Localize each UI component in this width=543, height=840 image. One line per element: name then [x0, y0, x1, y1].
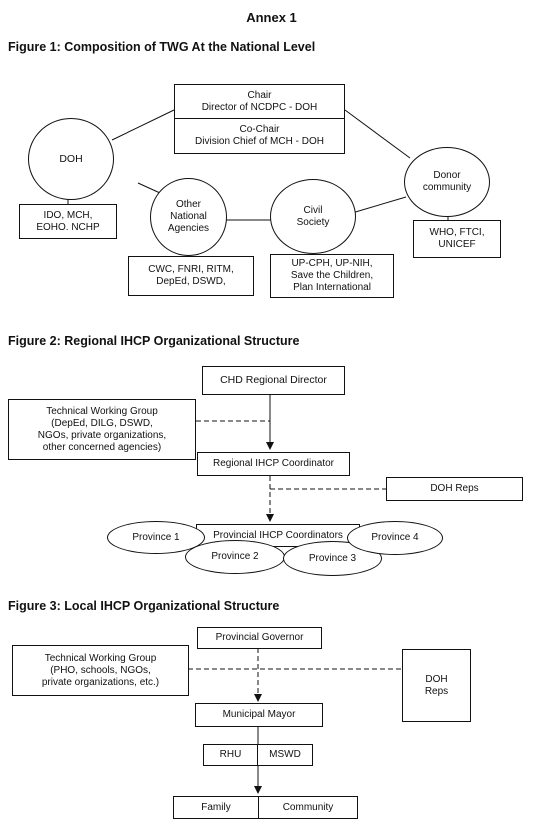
province-2-node: Province 2 [185, 540, 285, 574]
doh-to-chair-line [111, 109, 175, 141]
chair-to-donor-line [344, 109, 411, 159]
province-4-node: Province 4 [347, 521, 443, 555]
annex-title: Annex 1 [246, 10, 297, 25]
regional-doh-reps-box: DOH Reps [386, 477, 523, 501]
chd-regional-director-box: CHD Regional Director [202, 366, 345, 395]
cochair-box: Co-Chair Division Chief of MCH - DOH [174, 118, 345, 154]
province-1-node: Province 1 [107, 521, 205, 554]
rhu-box: RHU [203, 744, 258, 766]
doh-node: DOH [28, 118, 114, 200]
regional-ihcp-coordinator-box: Regional IHCP Coordinator [197, 452, 350, 476]
municipal-mayor-box: Municipal Mayor [195, 703, 323, 727]
figure-3-title: Figure 3: Local IHCP Organizational Stru… [8, 599, 280, 613]
local-twg-box: Technical Working Group (PHO, schools, N… [12, 645, 189, 696]
doh-to-other-agencies-line [137, 182, 161, 194]
doh-members-box: IDO, MCH, EOHO. NCHP [19, 204, 117, 239]
regional-twg-box: Technical Working Group (DepEd, DILG, DS… [8, 399, 196, 460]
provincial-governor-box: Provincial Governor [197, 627, 322, 649]
civil-society-members-box: UP-CPH, UP-NIH, Save the Children, Plan … [270, 254, 394, 298]
civil-society-node: Civil Society [270, 179, 356, 254]
family-box: Family [173, 796, 259, 819]
community-box: Community [258, 796, 358, 819]
mswd-box: MSWD [257, 744, 313, 766]
figure-2-title: Figure 2: Regional IHCP Organizational S… [8, 334, 300, 348]
other-agencies-node: Other National Agencies [150, 178, 227, 256]
local-doh-reps-box: DOH Reps [402, 649, 471, 722]
donor-members-box: WHO, FTCI, UNICEF [413, 220, 501, 258]
chair-box: Chair Director of NCDPC - DOH [174, 84, 345, 119]
figure-1-title: Figure 1: Composition of TWG At the Nati… [8, 40, 316, 54]
civil-to-donor-line [351, 196, 407, 214]
other-agencies-members-box: CWC, FNRI, RITM, DepEd, DSWD, [128, 256, 254, 296]
donor-community-node: Donor community [404, 147, 490, 217]
